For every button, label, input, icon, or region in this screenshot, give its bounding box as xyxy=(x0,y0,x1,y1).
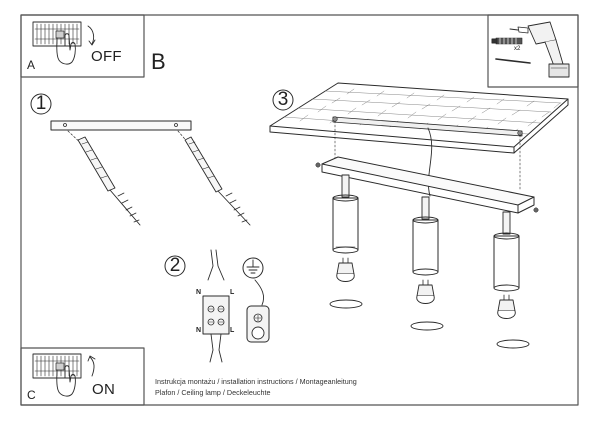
step-2-number: 2 xyxy=(169,255,181,276)
panel-a-letter: A xyxy=(27,58,36,72)
off-label: OFF xyxy=(91,48,122,65)
ceiling-plate xyxy=(269,82,569,154)
panel-c-frame xyxy=(20,347,145,406)
spotlight-2 xyxy=(410,196,444,331)
earth-ground-icon xyxy=(242,257,270,343)
caption-line-1: Instrukcja montażu / installation instru… xyxy=(155,377,357,386)
step-3-circle xyxy=(272,89,294,111)
power-switch-off-icon xyxy=(32,21,96,65)
live-terminal-label: L xyxy=(230,289,235,296)
quantity-label: x2 xyxy=(514,46,521,52)
page-frame xyxy=(20,14,579,406)
wall-anchor-icon xyxy=(491,37,531,64)
tools-panel-frame xyxy=(487,14,579,88)
panel-c-letter: C xyxy=(27,388,36,402)
panel-a-frame xyxy=(20,14,145,78)
neutral-terminal-label-bottom: N xyxy=(196,327,202,334)
supply-cable xyxy=(427,127,433,197)
step-3-number: 3 xyxy=(277,89,289,110)
neutral-terminal-label: N xyxy=(196,289,202,296)
spotlight-3 xyxy=(493,211,530,349)
step-2-circle xyxy=(164,255,186,277)
mounting-bar-with-wall-plugs xyxy=(50,120,251,226)
power-switch-on-icon xyxy=(32,353,96,397)
step-1-circle xyxy=(30,93,52,115)
wiring-connector xyxy=(202,249,230,363)
live-terminal-label-bottom: L xyxy=(230,327,235,334)
lamp-base-bar xyxy=(315,156,539,214)
on-label: ON xyxy=(92,381,116,398)
mounting-bracket-step-3 xyxy=(332,116,523,191)
panel-b-letter: B xyxy=(151,49,166,74)
caption-line-2: Plafon / Ceiling lamp / Deckeleuchte xyxy=(155,388,271,397)
spotlight-1 xyxy=(329,174,363,309)
step-1-number: 1 xyxy=(35,93,47,114)
cordless-drill-icon xyxy=(509,21,570,78)
